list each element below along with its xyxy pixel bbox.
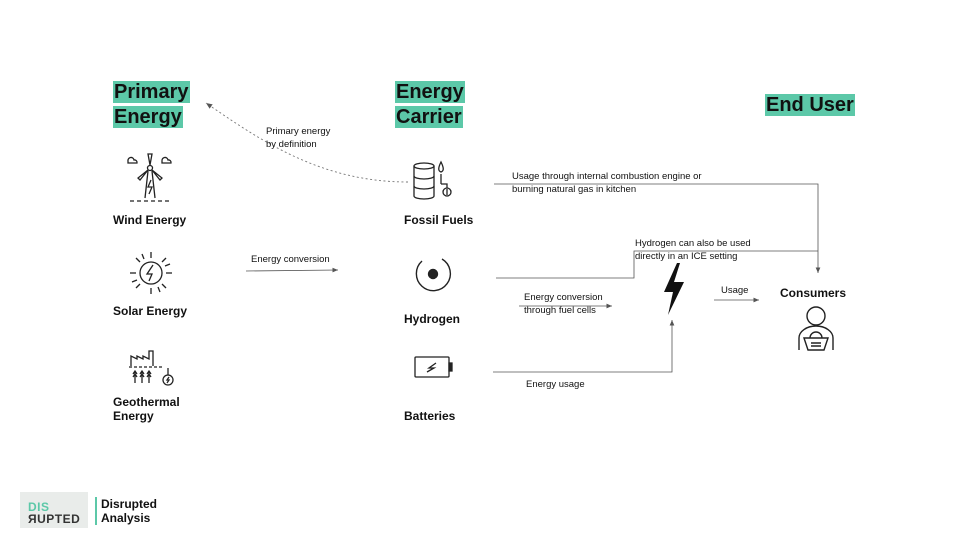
energy-conversion-arrow — [245, 267, 339, 273]
fossil-to-consumers-line — [494, 183, 821, 273]
logo-name: Disrupted Analysis — [101, 497, 158, 525]
fossil-fuels-label: Fossil Fuels — [404, 213, 474, 227]
sun-icon — [130, 252, 172, 294]
primary-by-definition-note: Primary energy by definition — [266, 126, 331, 150]
solar-energy-label: Solar Energy — [113, 304, 188, 318]
header-energy-carrier: Energy Carrier — [395, 81, 465, 128]
battery-icon — [414, 356, 453, 378]
energy-conversion-note: Energy conversion — [251, 254, 330, 265]
geothermal-plant-icon — [129, 350, 174, 386]
primary-by-definition-arrow — [205, 102, 409, 183]
logo-divider — [95, 497, 97, 525]
battery-usage-line — [493, 320, 675, 373]
hydrogen-atom-icon — [415, 258, 452, 292]
hydrogen-ice-line — [496, 250, 818, 279]
header-end-user: End User — [765, 94, 855, 116]
hydrogen-label: Hydrogen — [404, 312, 461, 326]
disrupted-logo: DIS ЯUPTED — [20, 492, 88, 528]
geothermal-energy-label: Geothermal Energy — [113, 395, 180, 423]
wind-turbine-icon — [127, 153, 172, 202]
hydrogen-ice-note: Hydrogen can also be used directly in an… — [635, 238, 751, 262]
energy-usage-note: Energy usage — [526, 379, 585, 390]
header-primary-energy: Primary Energy — [113, 81, 190, 128]
batteries-label: Batteries — [404, 409, 456, 423]
ice-usage-note: Usage through internal combustion engine… — [512, 171, 702, 195]
wind-energy-label: Wind Energy — [113, 213, 187, 227]
usage-note: Usage — [721, 285, 749, 296]
oil-barrels-icon — [413, 160, 452, 200]
consumers-label: Consumers — [780, 286, 847, 300]
lightning-bolt-icon — [664, 263, 684, 315]
fuel-cells-note: Energy conversion through fuel cells — [524, 292, 603, 316]
shopper-icon — [798, 306, 834, 351]
